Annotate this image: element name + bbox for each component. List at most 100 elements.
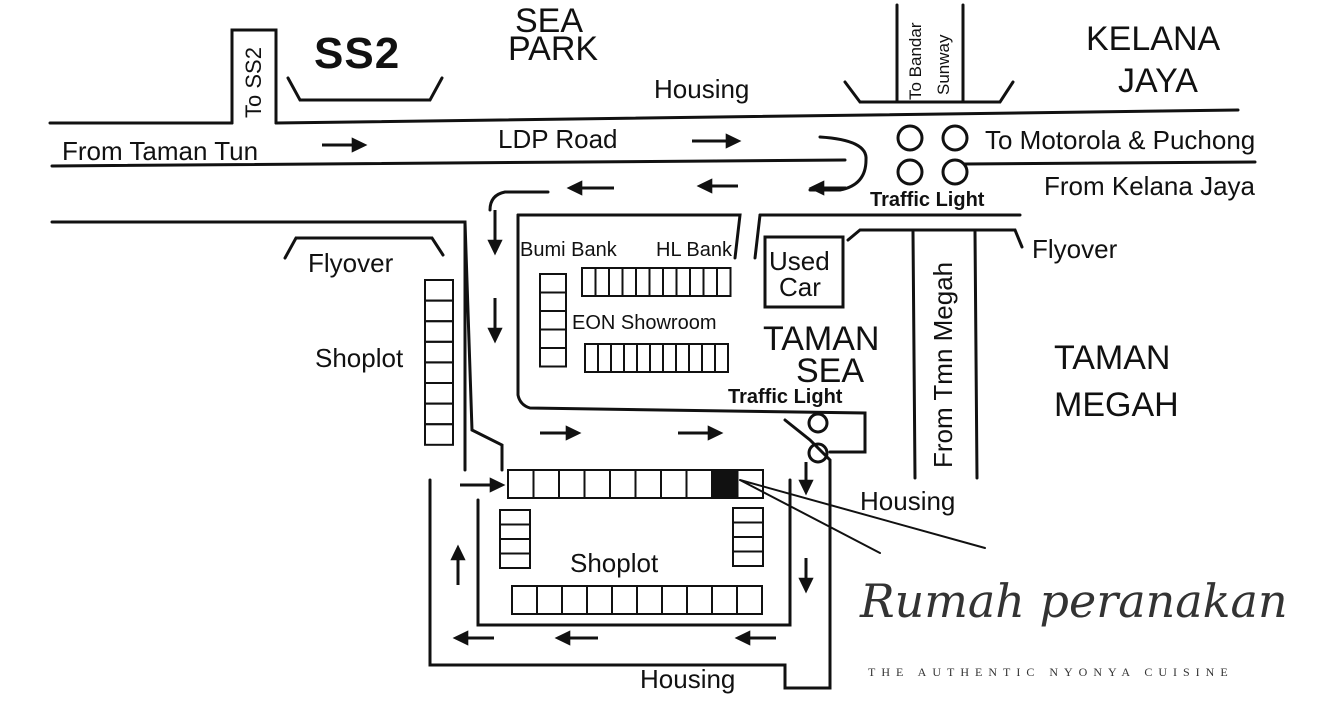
eon-small-lot <box>539 310 567 331</box>
eon-block-lot <box>649 343 664 373</box>
brand-tagline: THE AUTHENTIC NYONYA CUISINE <box>868 665 1234 679</box>
road-edge <box>50 158 847 168</box>
shoplot-bottom-row-lot <box>661 585 688 615</box>
label-from-taman-tun: From Taman Tun <box>62 136 259 166</box>
label-housing-bottom: Housing <box>640 664 736 694</box>
traffic-light <box>941 124 969 152</box>
shoplot-top-row-lot <box>634 469 662 499</box>
shoplot-bottom-row-lot <box>736 585 763 615</box>
brand-name: Rumah peranakan <box>860 574 1288 628</box>
loop-road <box>808 135 868 192</box>
label-eon-showroom: EON Showroom <box>572 312 717 334</box>
shoplot-left-col-lot <box>499 509 531 526</box>
used-car-road <box>846 228 1024 249</box>
traffic-light <box>807 412 829 434</box>
traffic-light <box>941 158 969 186</box>
road-edge <box>48 108 1240 125</box>
direction-arrow-head <box>554 630 571 646</box>
used-car-box <box>763 235 845 309</box>
bank-block-lot <box>648 267 664 297</box>
shoplot-bottom-row-lot <box>711 585 738 615</box>
eon-block-lot <box>584 343 599 373</box>
bank-block-lot <box>716 267 732 297</box>
eon-block-lot <box>662 343 677 373</box>
eon-block-lot <box>675 343 690 373</box>
shoplot-left-lot <box>424 320 454 343</box>
shoplot-bottom-row-lot <box>511 585 538 615</box>
bank-block-lot <box>662 267 678 297</box>
label-kelana-2: JAYA <box>1118 62 1198 100</box>
direction-arrow-head <box>487 239 503 256</box>
label-sunway: Sunway <box>934 34 953 95</box>
road-edge <box>963 160 1257 166</box>
eon-small-lot <box>539 291 567 312</box>
shoplot-bottom-row-lot <box>536 585 563 615</box>
direction-arrow-head <box>798 479 814 496</box>
flyover-left <box>283 236 445 260</box>
shoplot-bottom-row-lot <box>586 585 613 615</box>
label-taman-sea-1: TAMAN <box>763 320 880 358</box>
shoplot-bottom-row-lot <box>686 585 713 615</box>
shoplot-right-col-lot <box>732 507 764 524</box>
label-shoplot-bottom: Shoplot <box>570 548 659 578</box>
used-car-road <box>753 213 762 260</box>
bank-block-lot <box>689 267 705 297</box>
shoplot-top-row-lot <box>507 469 535 499</box>
eon-block-lot <box>701 343 716 373</box>
shoplot-top-row-lot <box>660 469 688 499</box>
direction-arrow-head <box>489 477 506 493</box>
restaurant-lot <box>711 469 739 499</box>
label-sea-park-2: PARK <box>508 30 599 68</box>
shoplot-left-lot <box>424 423 454 446</box>
shoplot-left-lot <box>424 361 454 384</box>
direction-arrow-head <box>734 630 751 646</box>
shoplot-left-lot <box>424 299 454 323</box>
shoplot-right-col-lot <box>732 521 764 538</box>
shoplot-left-lot <box>424 382 454 405</box>
eon-block-lot <box>610 343 625 373</box>
shoplot-top-row-lot <box>609 469 637 499</box>
traffic-light <box>807 442 829 464</box>
shoplot-left-lot <box>424 279 454 302</box>
label-to-motorola: To Motorola & Puchong <box>985 125 1256 155</box>
eon-block-lot <box>597 343 612 373</box>
direction-arrow-head <box>566 180 583 196</box>
bank-block-lot <box>675 267 691 297</box>
label-traffic-light-mid: Traffic Light <box>728 386 843 408</box>
label-housing-right: Housing <box>860 486 956 516</box>
label-taman-megah-2: MEGAH <box>1054 386 1179 424</box>
eon-block-lot <box>714 343 729 373</box>
to-ss2-road <box>230 28 278 125</box>
label-used: Used <box>769 246 830 276</box>
label-sea-park-1: SEA <box>515 2 584 40</box>
direction-arrow-head <box>351 137 368 153</box>
shoplot-left-col-lot <box>499 538 531 555</box>
direction-arrow-head <box>808 180 825 196</box>
label-shoplot-left: Shoplot <box>315 343 404 373</box>
ss2-block <box>286 76 444 102</box>
shoplot-bottom-row-lot <box>636 585 663 615</box>
bank-block-lot <box>608 267 624 297</box>
megah-road <box>911 230 979 480</box>
bank-block-lot <box>594 267 610 297</box>
bank-block-lot <box>635 267 651 297</box>
label-ldp-road: LDP Road <box>498 124 618 154</box>
road-edge <box>50 220 504 472</box>
shoplot-top-row-lot <box>558 469 586 499</box>
label-housing-top: Housing <box>654 74 750 104</box>
shoplot-left-lot <box>424 402 454 426</box>
shoplot-top-row-lot <box>532 469 560 499</box>
bank-block-lot <box>702 267 718 297</box>
shoplot-bottom-row-lot <box>611 585 638 615</box>
label-ss2: SS2 <box>314 29 401 78</box>
label-taman-sea-2: SEA <box>796 352 865 390</box>
label-from-tmn-megah: From Tmn Megah <box>928 261 958 468</box>
traffic-light <box>896 158 924 186</box>
label-car: Car <box>779 272 821 302</box>
inner-road <box>516 213 742 260</box>
shoplot-left-col-lot <box>499 523 531 540</box>
eon-block-lot <box>636 343 651 373</box>
traffic-light <box>896 124 924 152</box>
